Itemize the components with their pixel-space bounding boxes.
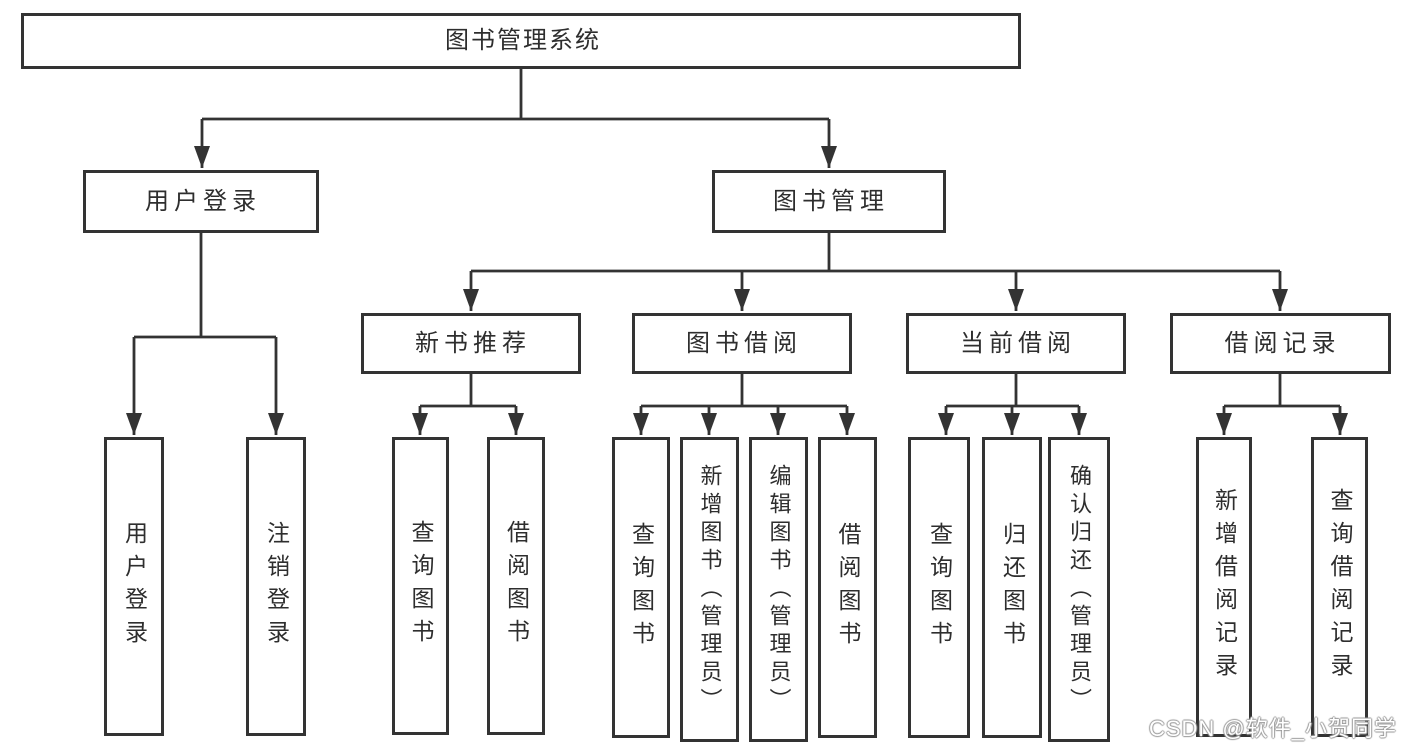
node-label: 借阅图书: [503, 520, 530, 652]
node-label: 新增借阅记录: [1211, 488, 1238, 686]
leaf-add-borrow-record: 新增借阅记录: [1196, 437, 1252, 737]
node-label: 确认归还（管理员）: [1067, 463, 1092, 716]
connector-book-management-elbow: [471, 233, 1280, 273]
node-current-borrow: 当前借阅: [906, 313, 1126, 374]
node-label: 注销登录: [263, 520, 290, 653]
node-label: 当前借阅: [960, 329, 1076, 357]
node-book-management: 图书管理: [712, 170, 946, 233]
leaf-edit-book-admin: 编辑图书（管理员）: [749, 437, 808, 742]
node-label: 图书管理系统: [445, 27, 601, 54]
connector-borrow-records-elbow: [1224, 374, 1340, 408]
connector-current-borrow-elbow: [946, 374, 1079, 408]
connector-root-elbow: [202, 69, 829, 121]
leaf-user-login: 用户登录: [104, 437, 164, 736]
leaf-borrow-books-1: 借阅图书: [487, 437, 545, 735]
node-user-login: 用户登录: [83, 170, 319, 233]
node-root-system: 图书管理系统: [21, 13, 1021, 69]
node-label: 借阅图书: [835, 521, 861, 654]
leaf-query-borrow-record: 查询借阅记录: [1311, 437, 1368, 737]
leaf-borrow-books-2: 借阅图书: [818, 437, 877, 738]
node-label: 编辑图书（管理员）: [766, 463, 792, 716]
leaf-query-books-2: 查询图书: [612, 437, 670, 738]
node-label: 图书借阅: [686, 329, 802, 357]
node-borrow-records: 借阅记录: [1170, 313, 1391, 374]
leaf-return-book: 归还图书: [982, 437, 1042, 738]
connector-book-borrow-elbow: [641, 374, 847, 408]
node-label: 查询图书: [408, 520, 434, 652]
node-label: 归还图书: [999, 521, 1026, 654]
leaf-add-book-admin: 新增图书（管理员）: [680, 437, 739, 742]
node-book-borrow: 图书借阅: [632, 313, 852, 374]
node-new-book-recommend: 新书推荐: [361, 313, 581, 374]
leaf-confirm-return-admin: 确认归还（管理员）: [1048, 437, 1110, 742]
node-label: 查询借阅记录: [1327, 488, 1353, 686]
node-label: 用户登录: [121, 520, 148, 653]
node-label: 借阅记录: [1224, 329, 1341, 357]
connector-user-login-elbow: [134, 233, 276, 339]
node-label: 查询图书: [926, 521, 953, 654]
node-label: 查询图书: [628, 521, 655, 654]
connector-new-book-recommend-elbow: [420, 374, 516, 408]
node-label: 新增图书（管理员）: [697, 463, 723, 716]
node-label: 新书推荐: [415, 329, 531, 357]
leaf-query-books-1: 查询图书: [392, 437, 449, 735]
csdn-watermark: CSDN @软件_小贺同学: [1148, 716, 1397, 741]
node-label: 用户登录: [145, 187, 261, 215]
leaf-query-books-3: 查询图书: [908, 437, 970, 738]
node-label: 图书管理: [773, 187, 889, 215]
leaf-logout: 注销登录: [246, 437, 306, 736]
